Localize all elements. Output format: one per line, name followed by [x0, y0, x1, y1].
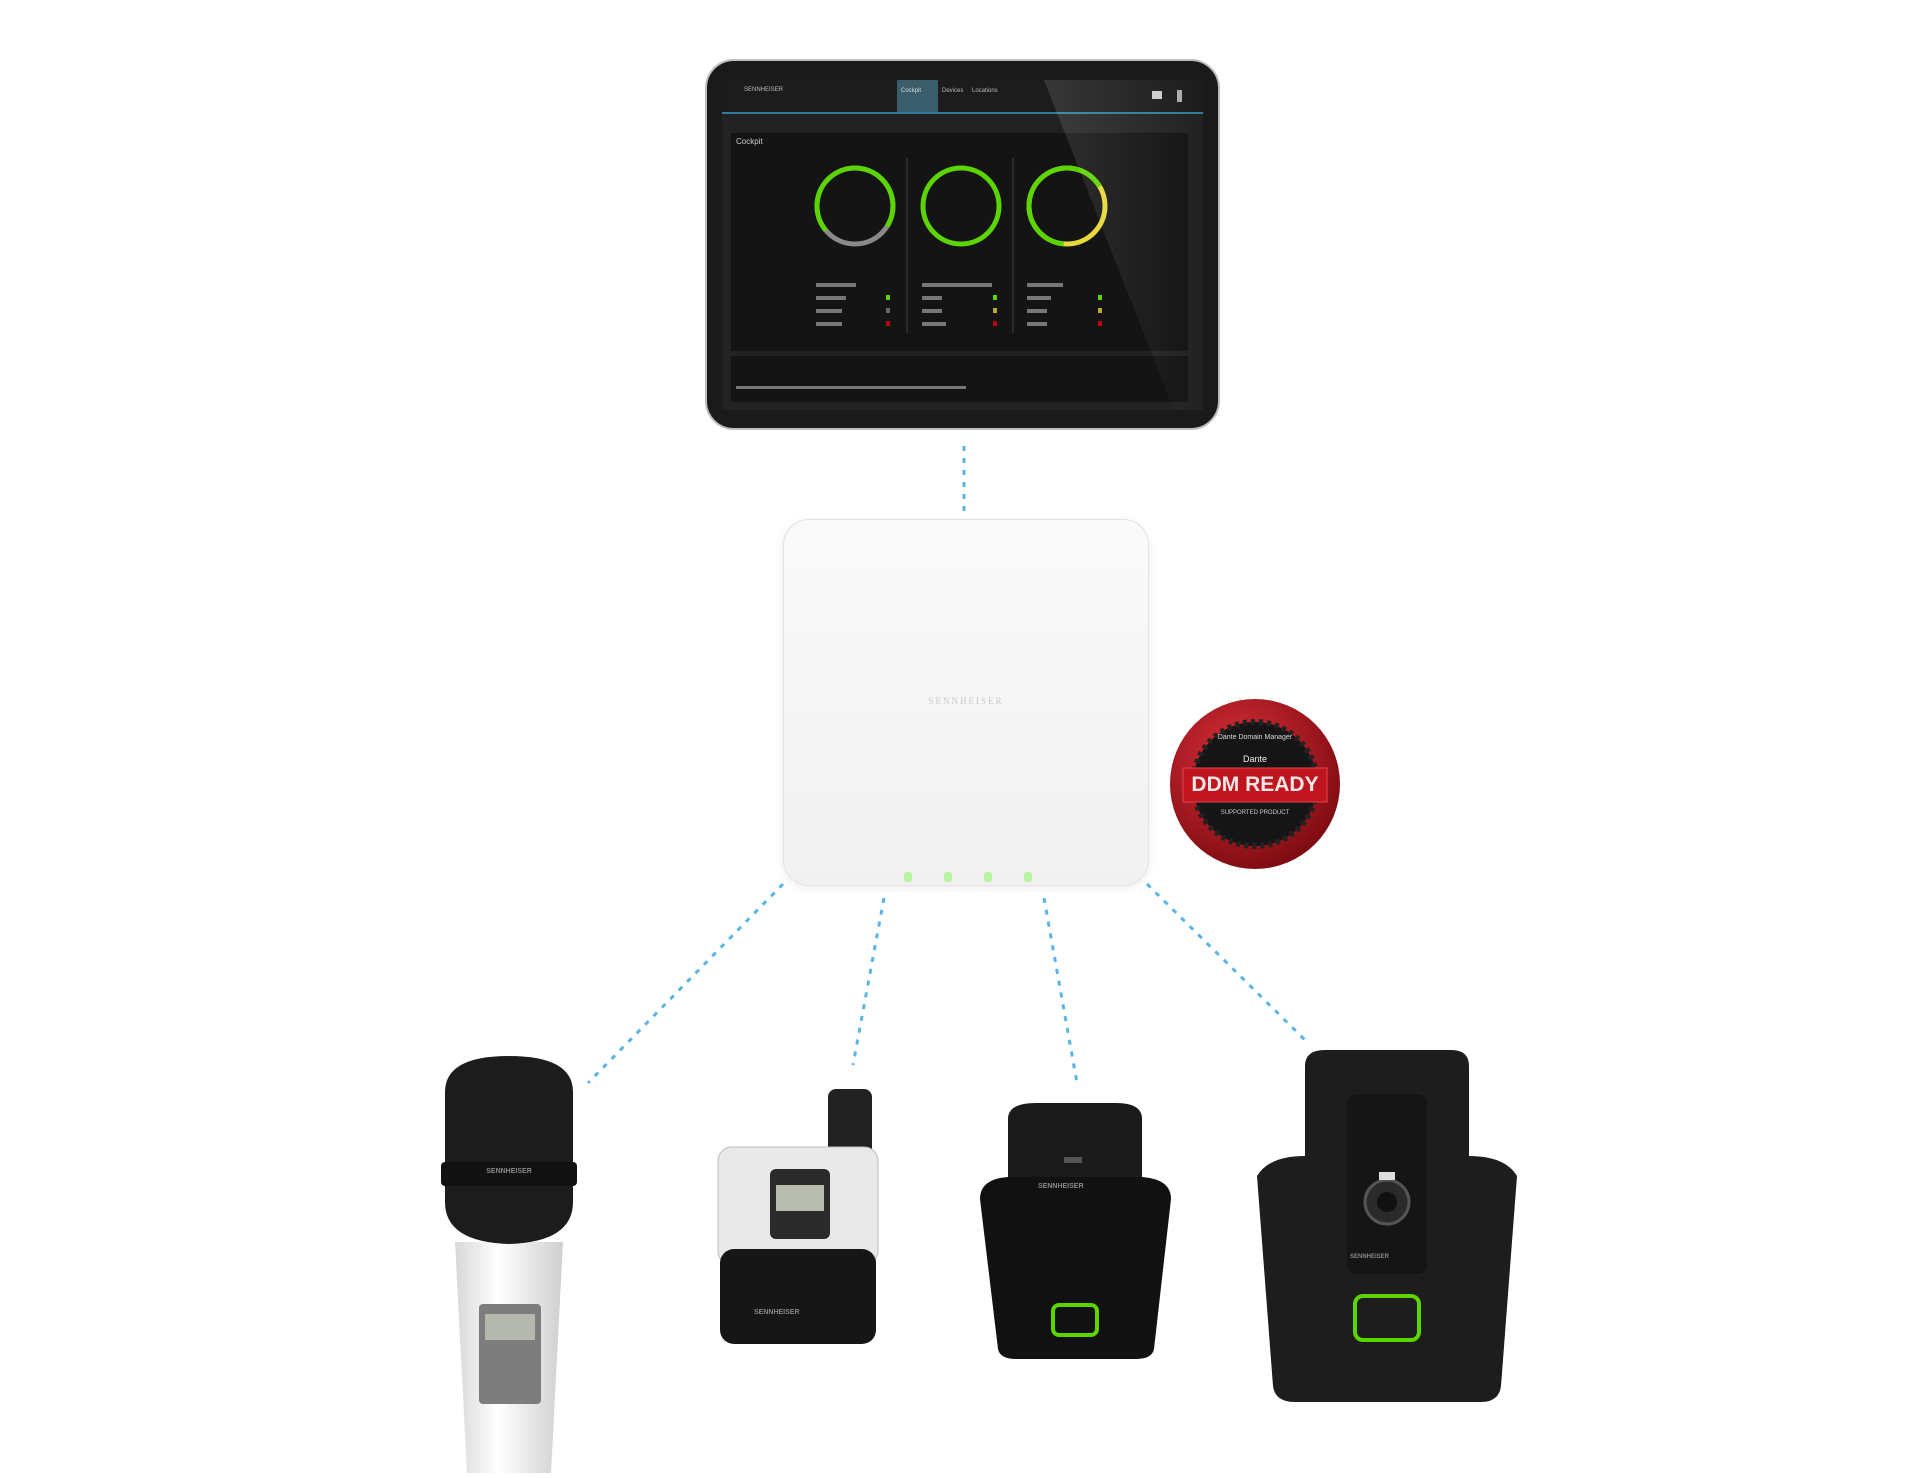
table-stand-microphone-base: SENNHEISER: [1255, 1046, 1518, 1403]
access-point-hub: SENNHEISER: [783, 519, 1149, 886]
boundary-brand: SENNHEISER: [1038, 1183, 1084, 1190]
app-brand: SENNHEISER: [744, 87, 784, 93]
link-hub-handheld: [586, 882, 785, 1085]
boundary-microphone: SENNHEISER: [976, 1099, 1175, 1360]
link-hub-boundary: [1042, 897, 1079, 1084]
status-led: [984, 872, 992, 882]
badge-top-text: Dante Domain Manager: [1217, 734, 1293, 741]
bodypack-transmitter: SENNHEISER: [714, 1089, 880, 1344]
link-hub-table-base: [1145, 882, 1307, 1042]
link-hub-bodypack: [851, 897, 886, 1066]
tab-cockpit[interactable]: Cockpit: [901, 88, 922, 94]
status-led: [1024, 872, 1032, 882]
handheld-brand: SENNHEISER: [486, 1168, 532, 1175]
table-base-brand: SENNHEISER: [1350, 1254, 1390, 1260]
badge-dante-text: Dante: [1242, 754, 1268, 764]
status-led: [944, 872, 952, 882]
badge-main-text: DDM READY: [1191, 773, 1319, 796]
status-led: [904, 872, 912, 882]
badge-bottom-text: SUPPORTED PRODUCT: [1220, 810, 1290, 816]
hub-brand-logo: SENNHEISER: [928, 696, 1004, 706]
tab-devices[interactable]: Devices: [942, 88, 964, 94]
tab-locations[interactable]: Locations: [972, 88, 998, 94]
panel-title: Cockpit: [736, 137, 763, 146]
handheld-microphone: SENNHEISER: [437, 1052, 581, 1473]
tablet-control-app: SENNHEISER Cockpit Devices Locations Coc…: [704, 58, 1221, 431]
ddm-ready-badge: Dante Domain Manager Dante DDM READY SUP…: [1169, 698, 1341, 870]
bodypack-brand: SENNHEISER: [754, 1309, 800, 1316]
